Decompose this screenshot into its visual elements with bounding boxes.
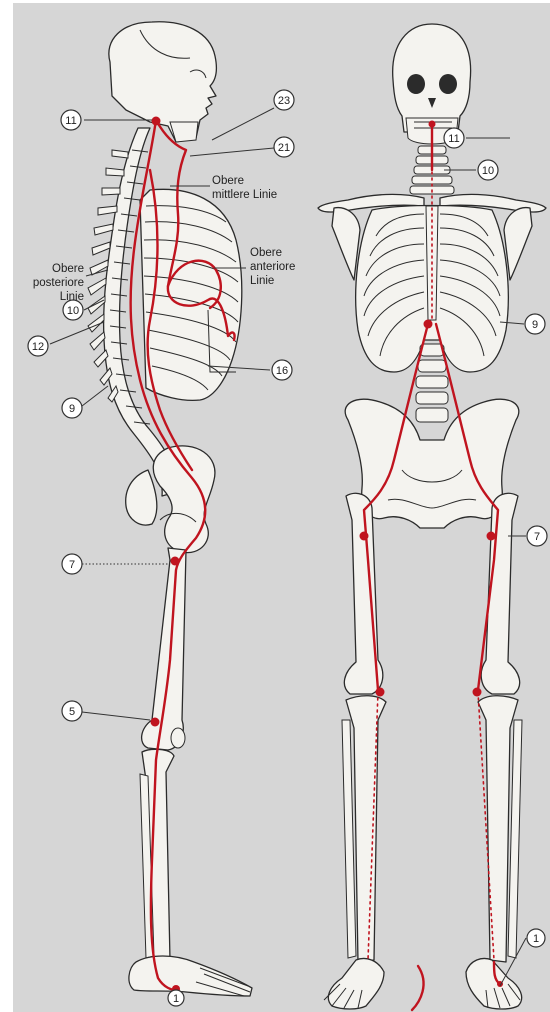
front-scapula-left <box>332 208 360 280</box>
callout-lateral-10: 10 <box>63 300 83 320</box>
front-meridian-mark <box>412 966 424 1010</box>
leader-lateral-21 <box>190 148 274 156</box>
leader-lateral-23 <box>212 108 274 140</box>
front-scapula-right <box>504 208 532 280</box>
label-obere-posteriore-2: posteriore <box>33 277 84 289</box>
callout-lateral-7: 7 <box>62 554 82 574</box>
label-obere-posteriore-3: Linie <box>60 291 84 303</box>
svg-text:9: 9 <box>69 403 75 415</box>
svg-text:5: 5 <box>69 706 75 718</box>
label-obere-anteriore-3: Linie <box>250 275 274 287</box>
label-obere-mittlere-1: Obere <box>212 175 244 187</box>
svg-text:16: 16 <box>276 365 288 377</box>
front-orbit-right <box>439 74 457 94</box>
front-orbit-left <box>407 74 425 94</box>
front-point-11 <box>429 121 436 128</box>
leader-lateral-5 <box>82 712 150 720</box>
lateral-point-7 <box>171 557 180 566</box>
svg-text:12: 12 <box>32 341 44 353</box>
callout-lateral-16: 16 <box>272 360 292 380</box>
callout-front-1: 1 <box>527 929 545 947</box>
front-point-5-left <box>376 688 385 697</box>
lateral-foot <box>129 956 252 996</box>
front-point-7-left <box>360 532 369 541</box>
leader-lateral-9 <box>82 386 108 406</box>
svg-text:21: 21 <box>278 142 290 154</box>
label-obere-posteriore-1: Obere <box>52 263 84 275</box>
svg-text:11: 11 <box>65 115 76 127</box>
svg-text:10: 10 <box>482 165 494 177</box>
lateral-point-11 <box>152 117 161 126</box>
callout-lateral-23: 23 <box>274 90 294 110</box>
callout-front-9: 9 <box>525 314 545 334</box>
front-point-9 <box>424 320 433 329</box>
lateral-patella <box>171 728 185 748</box>
callout-lateral-12: 12 <box>28 336 48 356</box>
callout-lateral-11: 11 <box>61 110 81 130</box>
callout-lateral-1: 1 <box>168 990 184 1006</box>
svg-text:11: 11 <box>448 133 459 145</box>
front-femur-right <box>481 493 519 694</box>
lateral-point-5 <box>151 718 160 727</box>
svg-text:9: 9 <box>532 319 538 331</box>
callout-lateral-21: 21 <box>274 137 294 157</box>
callout-front-7: 7 <box>527 526 547 546</box>
svg-text:23: 23 <box>278 95 290 107</box>
lateral-skeleton <box>88 22 252 996</box>
svg-text:1: 1 <box>533 933 539 945</box>
callout-lateral-5: 5 <box>62 701 82 721</box>
front-foot-left <box>328 959 384 1010</box>
lateral-pelvis <box>153 446 215 553</box>
callout-lateral-9: 9 <box>62 398 82 418</box>
label-obere-anteriore-1: Obere <box>250 247 282 259</box>
lateral-skull <box>109 22 217 142</box>
label-obere-anteriore-2: anteriore <box>250 261 295 273</box>
svg-text:7: 7 <box>69 559 75 571</box>
callout-front-10: 10 <box>478 160 498 180</box>
front-skull <box>393 24 471 132</box>
svg-text:10: 10 <box>67 305 79 317</box>
lateral-sacrum <box>126 470 157 525</box>
label-obere-mittlere-2: mittlere Linie <box>212 189 277 201</box>
svg-text:7: 7 <box>534 531 540 543</box>
front-point-5-right <box>473 688 482 697</box>
svg-text:1: 1 <box>173 993 179 1005</box>
callout-front-11: 11 <box>444 128 464 148</box>
front-point-7-right <box>487 532 496 541</box>
